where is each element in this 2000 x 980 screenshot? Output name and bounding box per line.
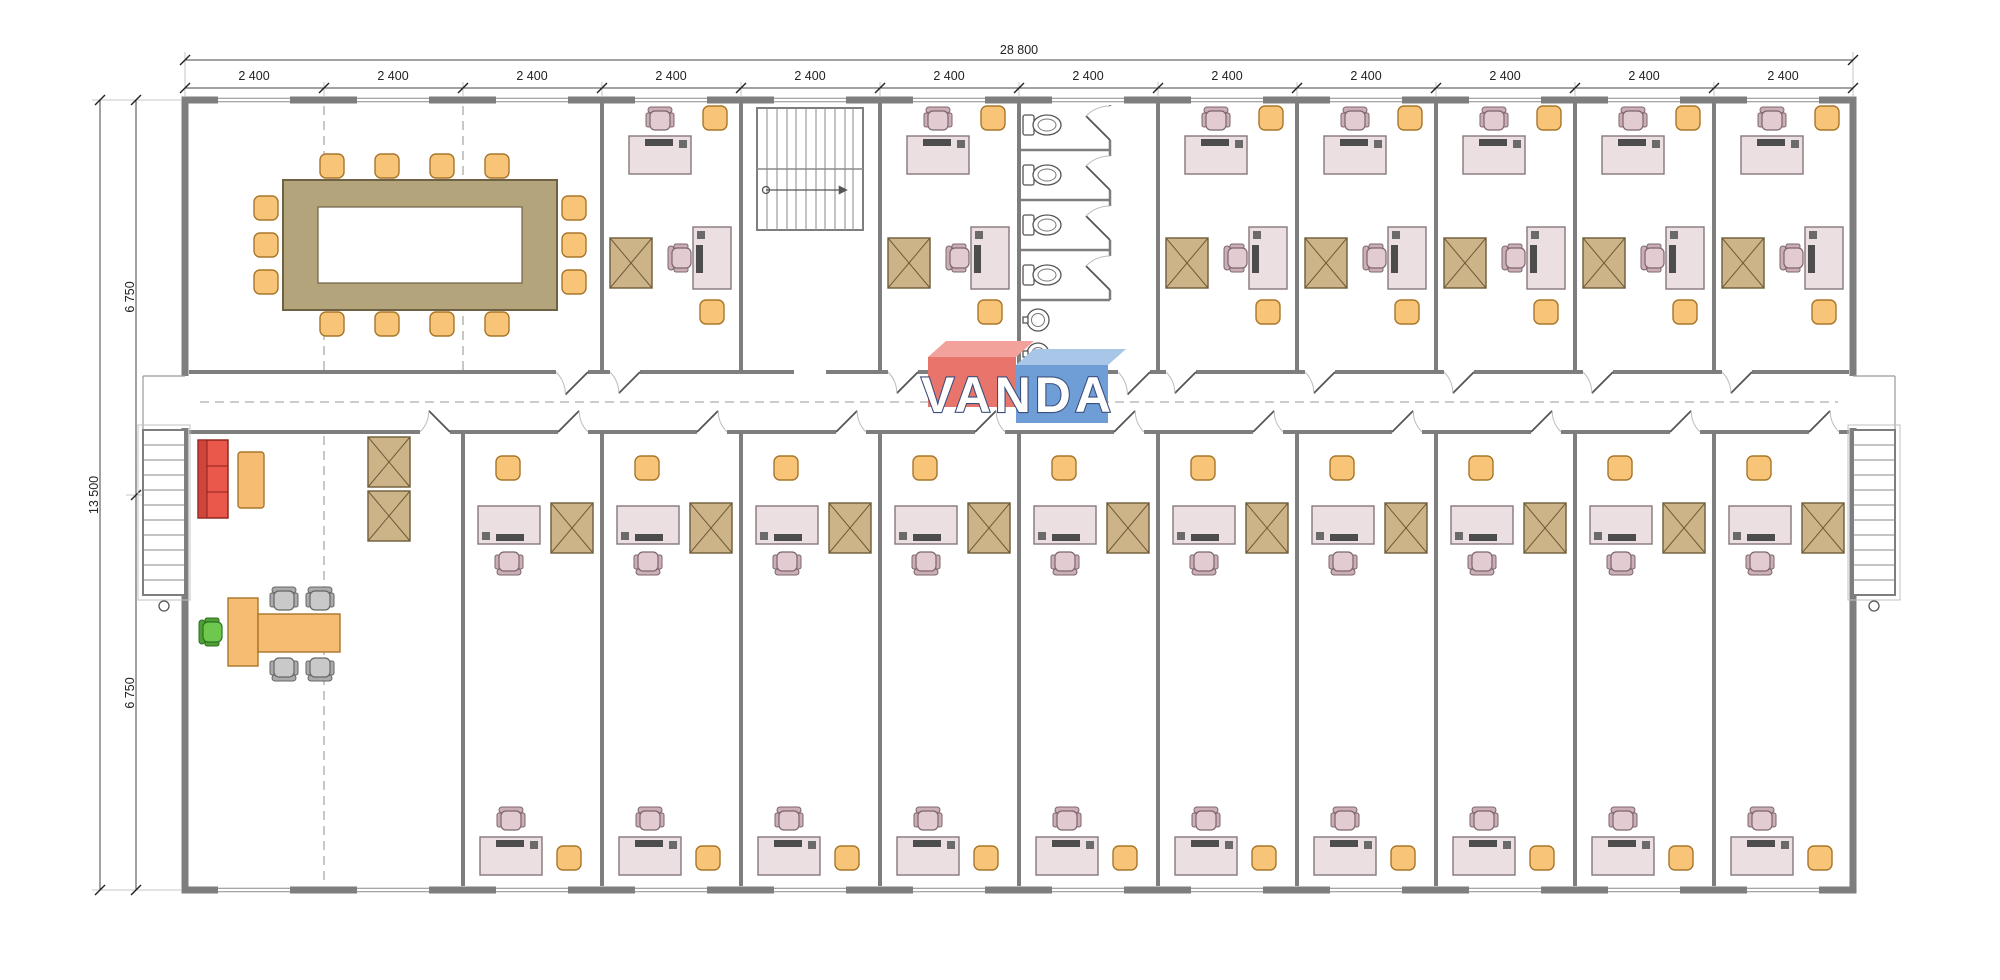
dim-label-bay: 2 400 (238, 69, 269, 83)
logo-blue-block-top (1016, 349, 1126, 365)
wc-block (1022, 105, 1114, 366)
dim-label-half-height: 6 750 (123, 677, 137, 708)
lounge-room (197, 436, 411, 682)
conference-chair (319, 153, 345, 179)
logo-red-block (928, 357, 1016, 407)
dim-label-total-height: 13 500 (87, 476, 101, 514)
conference-chair (429, 153, 455, 179)
sofa (197, 439, 229, 519)
coffee-table (237, 451, 265, 509)
conference-chair (253, 232, 279, 258)
dimension-left-halves: 6 750 6 750 (123, 94, 142, 896)
dimension-top-total: 28 800 (179, 43, 1859, 66)
gray-chair (305, 586, 335, 611)
conference-chair (484, 153, 510, 179)
conference-chair (374, 311, 400, 337)
conference-chair (429, 311, 455, 337)
gray-chair (269, 586, 299, 611)
dim-label-bay: 2 400 (1211, 69, 1242, 83)
dim-label-bay: 2 400 (1489, 69, 1520, 83)
doors (419, 368, 1151, 436)
dim-label-bay: 2 400 (377, 69, 408, 83)
dimension-left-total: 13 500 (87, 94, 106, 896)
conference-chair (374, 153, 400, 179)
stairs-right (1847, 375, 1901, 612)
dimensions: 28 800 2 400 2 400 2 400 2 400 2 400 2 4… (87, 43, 1859, 896)
dim-label-bay: 2 400 (1767, 69, 1798, 83)
interior-walls (189, 100, 1849, 886)
stairs-left (137, 375, 191, 612)
conference-chair (561, 195, 587, 221)
gray-chair (305, 657, 335, 682)
meeting-room (253, 153, 587, 337)
dim-label-bay: 2 400 (516, 69, 547, 83)
conference-chair (319, 311, 345, 337)
column-marker (1868, 600, 1880, 612)
green-chair (198, 617, 223, 647)
dimension-top-bays: 2 400 2 400 2 400 2 400 2 400 2 400 2 40… (179, 69, 1859, 94)
vanda-logo: VANDA (920, 341, 1126, 424)
stairwell-central (756, 107, 864, 231)
column-marker (158, 600, 170, 612)
conference-chair (253, 269, 279, 295)
conference-chair (561, 269, 587, 295)
logo-text: VANDA (921, 367, 1115, 423)
reception-desk (227, 597, 341, 667)
dim-label-bay: 2 400 (1628, 69, 1659, 83)
gray-chair (269, 657, 299, 682)
conference-chair (253, 195, 279, 221)
dim-label-total-width: 28 800 (1000, 43, 1038, 57)
dim-label-bay: 2 400 (1350, 69, 1381, 83)
dim-label-half-height: 6 750 (123, 281, 137, 312)
dim-label-bay: 2 400 (655, 69, 686, 83)
dim-label-bay: 2 400 (794, 69, 825, 83)
conference-chair (561, 232, 587, 258)
dim-label-bay: 2 400 (1072, 69, 1103, 83)
conference-chair (484, 311, 510, 337)
logo-blue-block (1016, 365, 1108, 423)
dim-label-bay: 2 400 (933, 69, 964, 83)
logo-red-block-top (928, 341, 1034, 357)
